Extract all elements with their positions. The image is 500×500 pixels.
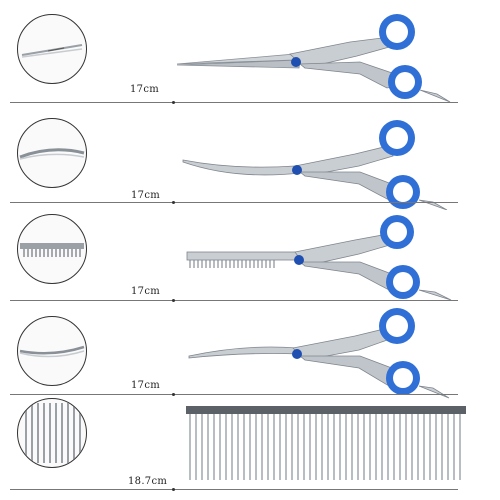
length-label: 17cm xyxy=(131,380,161,391)
down-curved-shears-image xyxy=(188,308,450,399)
product-row-curved-shears: 17cm xyxy=(0,104,500,210)
comb-teeth-detail-circle xyxy=(17,398,87,468)
thinning-shears-image xyxy=(186,215,452,301)
measure-line xyxy=(10,102,458,103)
measure-marker xyxy=(172,488,175,491)
blade-edge-detail-circle xyxy=(17,14,87,84)
blade-edge-detail-circle xyxy=(17,118,87,188)
measure-marker xyxy=(172,201,175,204)
product-row-down-curved-shears: 17cm xyxy=(0,302,500,402)
measure-line xyxy=(10,300,458,301)
length-label: 17cm xyxy=(131,190,161,201)
measure-marker xyxy=(172,393,175,396)
measure-line xyxy=(10,202,458,203)
grooming-comb-image xyxy=(186,406,466,480)
measure-line xyxy=(10,394,458,395)
straight-shears-image xyxy=(176,14,451,102)
teeth-detail-circle xyxy=(17,214,87,284)
product-row-grooming-comb: 18.7cm xyxy=(0,396,500,500)
length-label: 17cm xyxy=(131,286,161,297)
length-label: 18.7cm xyxy=(128,476,168,487)
blade-edge-detail-circle xyxy=(17,316,87,386)
measure-line xyxy=(10,489,458,490)
measure-marker xyxy=(172,101,175,104)
product-row-straight-shears: 17cm xyxy=(0,0,500,104)
curved-shears-image xyxy=(182,120,448,210)
measure-marker xyxy=(172,299,175,302)
product-row-thinning-shears: 17cm xyxy=(0,204,500,302)
length-label: 17cm xyxy=(130,84,160,95)
